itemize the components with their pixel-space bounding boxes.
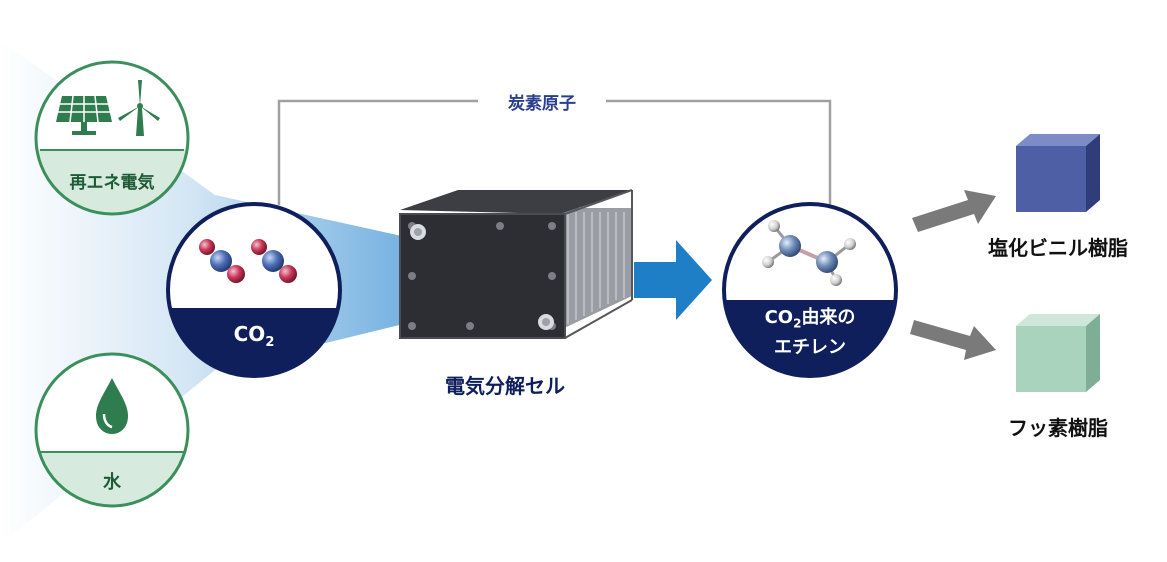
carbon-atom-label: 炭素原子 <box>508 94 576 114</box>
fluoro-label: フッ素樹脂 <box>1008 416 1108 440</box>
co2-molecule-icon <box>199 239 297 283</box>
ethylene-label-line1: CO2由来の <box>764 307 856 331</box>
solar-panel-icon <box>56 95 112 135</box>
co2-label-main: CO <box>233 322 266 346</box>
co2-label: CO2 <box>234 322 275 350</box>
co2-circle <box>166 202 342 378</box>
ethylene-molecule-icon <box>762 220 856 286</box>
renewable-label: 再エネ電気 <box>69 173 155 193</box>
process-arrow <box>634 240 712 320</box>
pvc-label: 塩化ビニル樹脂 <box>988 236 1128 260</box>
water-circle <box>34 352 190 508</box>
cell-label: 電気分解セル <box>445 374 565 398</box>
carbon-label-bg <box>478 88 606 114</box>
ethylene-label-line2: エチレン <box>774 336 846 358</box>
co2-label-sub: 2 <box>265 335 275 350</box>
arrow-to-pvc <box>912 190 996 232</box>
wind-turbine-icon <box>118 80 160 136</box>
renewable-circle <box>34 60 190 216</box>
arrow-to-fluoro <box>910 320 996 360</box>
water-label: 水 <box>103 472 121 493</box>
ethylene-label: CO2由来の エチレン <box>765 306 856 360</box>
electrolysis-cell-icon <box>399 189 633 339</box>
pvc-cube-icon <box>1016 134 1100 212</box>
fluoro-cube-icon <box>1016 314 1100 392</box>
ethylene-circle <box>722 202 898 378</box>
